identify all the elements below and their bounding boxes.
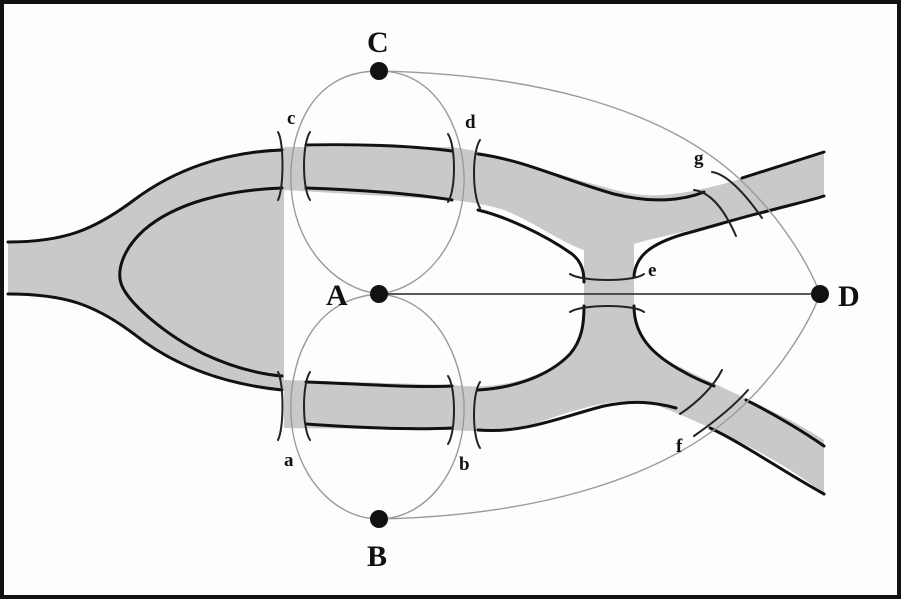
edge-b xyxy=(378,293,465,520)
edge-g-label: g xyxy=(694,148,704,169)
bank-east-north-inner xyxy=(476,208,586,284)
konigsberg-diagram: C A B D c d a b e g f xyxy=(6,26,860,573)
edge-g xyxy=(378,70,821,295)
vertex-c-dot xyxy=(370,62,388,80)
bank-south-arm-top xyxy=(304,380,454,389)
bank-east-south-inner-2 xyxy=(632,304,716,388)
bank-east-south-outer-2 xyxy=(744,398,826,448)
bridge-a-right xyxy=(303,371,311,441)
bridge-d-right xyxy=(473,139,481,209)
edge-b-label: b xyxy=(459,454,470,475)
bridge-g-1 xyxy=(693,189,737,237)
edge-f xyxy=(378,293,821,520)
bank-west-island xyxy=(118,186,284,378)
edge-labels: c d a b e g f xyxy=(284,108,704,475)
bridge-b-left xyxy=(447,375,455,445)
vertex-c-label: C xyxy=(367,26,389,59)
bridge-c-left xyxy=(277,131,284,201)
bridge-c-right xyxy=(303,131,311,201)
edge-d xyxy=(378,70,465,295)
edge-a xyxy=(290,293,380,520)
bridge-e-bottom xyxy=(569,305,645,313)
bridge-b-right xyxy=(473,381,481,449)
bank-east-south-inner xyxy=(476,304,586,392)
bridge-f-1 xyxy=(679,369,723,415)
river-banks xyxy=(6,143,826,496)
vertex-a-label: A xyxy=(326,279,348,312)
bank-west-south xyxy=(6,292,284,392)
vertex-b-label: B xyxy=(367,540,387,573)
edge-c-label: c xyxy=(287,108,295,129)
river-middle-south xyxy=(452,294,824,494)
river-south-arm xyxy=(284,380,452,430)
edge-c xyxy=(290,70,380,295)
river-middle-north xyxy=(452,147,824,294)
vertex-a-dot xyxy=(370,285,388,303)
edge-f-label: f xyxy=(676,436,683,457)
bridge-f-2 xyxy=(693,389,749,437)
bridge-d-left xyxy=(447,133,455,203)
bridge-a-left xyxy=(277,371,284,441)
bank-west-north xyxy=(6,148,284,244)
bank-north-arm-top xyxy=(304,143,454,153)
edge-e-label: e xyxy=(648,260,656,281)
bank-east-north-outer xyxy=(476,152,706,202)
bank-north-arm-bottom xyxy=(304,186,454,202)
bank-south-arm-bottom xyxy=(304,422,454,431)
bank-east-north-outer-2 xyxy=(740,150,826,180)
vertices xyxy=(370,62,829,528)
vertex-d-dot xyxy=(811,285,829,303)
bridges xyxy=(277,131,763,449)
bank-east-north-inner-2 xyxy=(632,194,826,278)
graph-edges xyxy=(290,70,821,520)
bridge-e-top xyxy=(569,273,645,281)
river-north-arm xyxy=(284,147,452,200)
river-west-trunk xyxy=(8,148,284,390)
vertex-d-label: D xyxy=(838,280,860,313)
vertex-b-dot xyxy=(370,510,388,528)
bank-east-south-outer-3 xyxy=(708,426,826,496)
river xyxy=(8,147,824,494)
bridge-g-2 xyxy=(711,171,763,219)
edge-a-label: a xyxy=(284,450,294,471)
edge-d-label: d xyxy=(465,112,476,133)
bank-east-south-outer xyxy=(476,400,678,433)
vertex-labels: C A B D xyxy=(326,26,860,573)
